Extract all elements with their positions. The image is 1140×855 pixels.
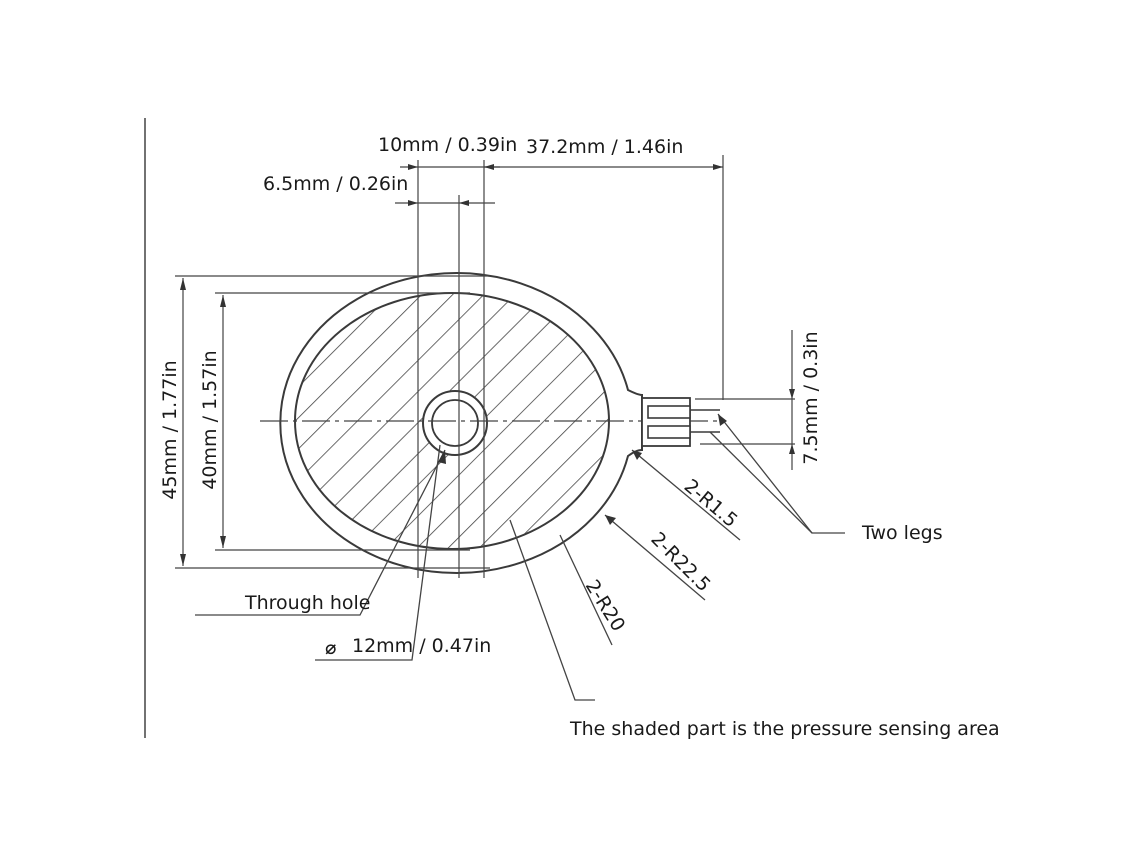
arrow-head [438,450,446,464]
arrow-head [408,200,418,206]
arrow-head [713,164,723,170]
dim-label-leg-spacing: 7.5mm / 0.3in [800,331,822,464]
label-through-hole: Through hole [244,592,371,614]
leader-r1-5 [631,449,741,541]
label-r22-5: 2-R22.5 [646,528,714,596]
arrow-head [408,164,418,170]
arrow-head [789,444,795,454]
leader-r20 [559,534,613,646]
arrow-head [484,164,494,170]
label-hole-diameter: 12mm / 0.47in [352,635,491,657]
arrow-head [220,536,226,548]
leader-two-legs-2 [709,431,813,534]
arrow-head [605,515,616,525]
arrow-head [632,450,642,460]
leader-r22-5 [604,514,706,601]
arrow-head [220,295,226,307]
sensor-outer-outline [279,272,643,574]
arrow-head [180,278,186,290]
leader-shaded-note [509,519,595,701]
label-r20: 2-R20 [581,576,630,635]
label-two-legs: Two legs [861,522,943,544]
arrow-head [180,554,186,566]
arrow-head [718,414,727,426]
dim-label-outer-height: 45mm / 1.77in [159,360,181,499]
leg-bottom [647,425,691,439]
leader-hole-diameter [315,444,441,661]
arrow-head [789,389,795,399]
diameter-icon: ⌀ [325,637,336,659]
label-r1-5: 2-R1.5 [680,475,742,532]
dim-label-through-hole-width: 10mm / 0.39in [378,134,517,156]
dim-label-sensing-height: 40mm / 1.57in [199,350,221,489]
leader-through-hole [195,449,446,616]
dim-label-leg-offset: 37.2mm / 1.46in [526,136,683,158]
label-shaded-note: The shaded part is the pressure sensing … [569,718,1000,740]
through-hole-inner [431,399,479,447]
dim-label-center-offset: 6.5mm / 0.26in [263,173,408,195]
arrow-head [459,200,469,206]
leg-top [647,405,691,419]
